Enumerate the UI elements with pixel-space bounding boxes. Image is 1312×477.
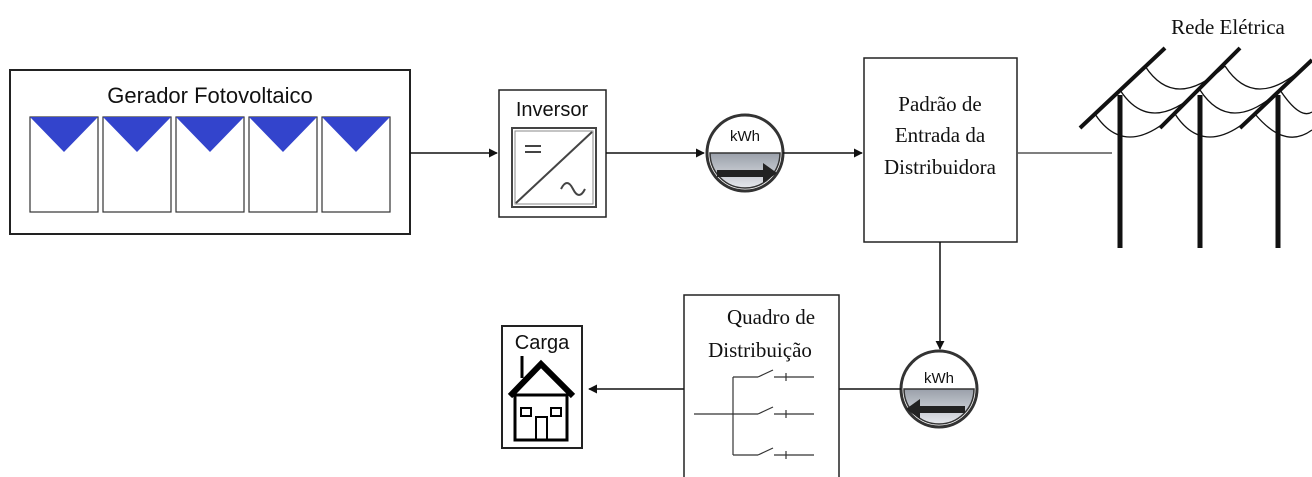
distributor-entry-line3: Distribuidora [884, 155, 997, 179]
arrow-right-icon [717, 163, 777, 183]
inverter: Inversor [498, 89, 607, 218]
inverter-dc-ac-icon [511, 127, 597, 208]
inverter-label: Inversor [516, 99, 589, 121]
consumption-meter-label: kWh [924, 370, 954, 387]
distribution-board-line2: Distribuição [708, 338, 812, 362]
distributor-entry-line1: Padrão de [898, 92, 981, 116]
pv-module-triangle [249, 117, 317, 152]
pv-module-triangle [322, 117, 390, 152]
utility-poles-icon [1078, 46, 1312, 248]
electric-grid: Rede Elétrica [1078, 15, 1312, 248]
distributor-entry-line2: Entrada da [895, 123, 986, 147]
pv-module [102, 116, 172, 213]
pv-generator-label: Gerador Fotovoltaico [107, 83, 312, 108]
grid-title: Rede Elétrica [1171, 15, 1285, 39]
circuit-breakers-icon [694, 369, 814, 459]
consumption-meter: kWh [899, 349, 979, 429]
distribution-board-line1: Quadro de [727, 305, 815, 329]
pv-module [175, 116, 245, 213]
pv-module [248, 116, 318, 213]
pv-module-triangle [176, 117, 244, 152]
pv-generator: Gerador Fotovoltaico [9, 69, 411, 235]
load: Carga [501, 325, 583, 449]
generation-meter-label: kWh [730, 128, 760, 145]
distributor-entry-box [863, 57, 1018, 243]
pv-module [29, 116, 99, 213]
arrow-left-icon [906, 399, 965, 419]
distribution-board-box [683, 294, 840, 477]
distributor-entry: Padrão de Entrada da Distribuidora [863, 57, 1018, 243]
house-icon [507, 356, 576, 442]
pv-module [321, 116, 391, 213]
pv-module-triangle [103, 117, 171, 152]
pv-module-triangle [30, 117, 98, 152]
generation-meter: kWh [705, 113, 785, 193]
pv-module-array [29, 116, 391, 213]
distribution-board: Quadro de Distribuição [683, 294, 840, 477]
load-label: Carga [515, 332, 570, 354]
